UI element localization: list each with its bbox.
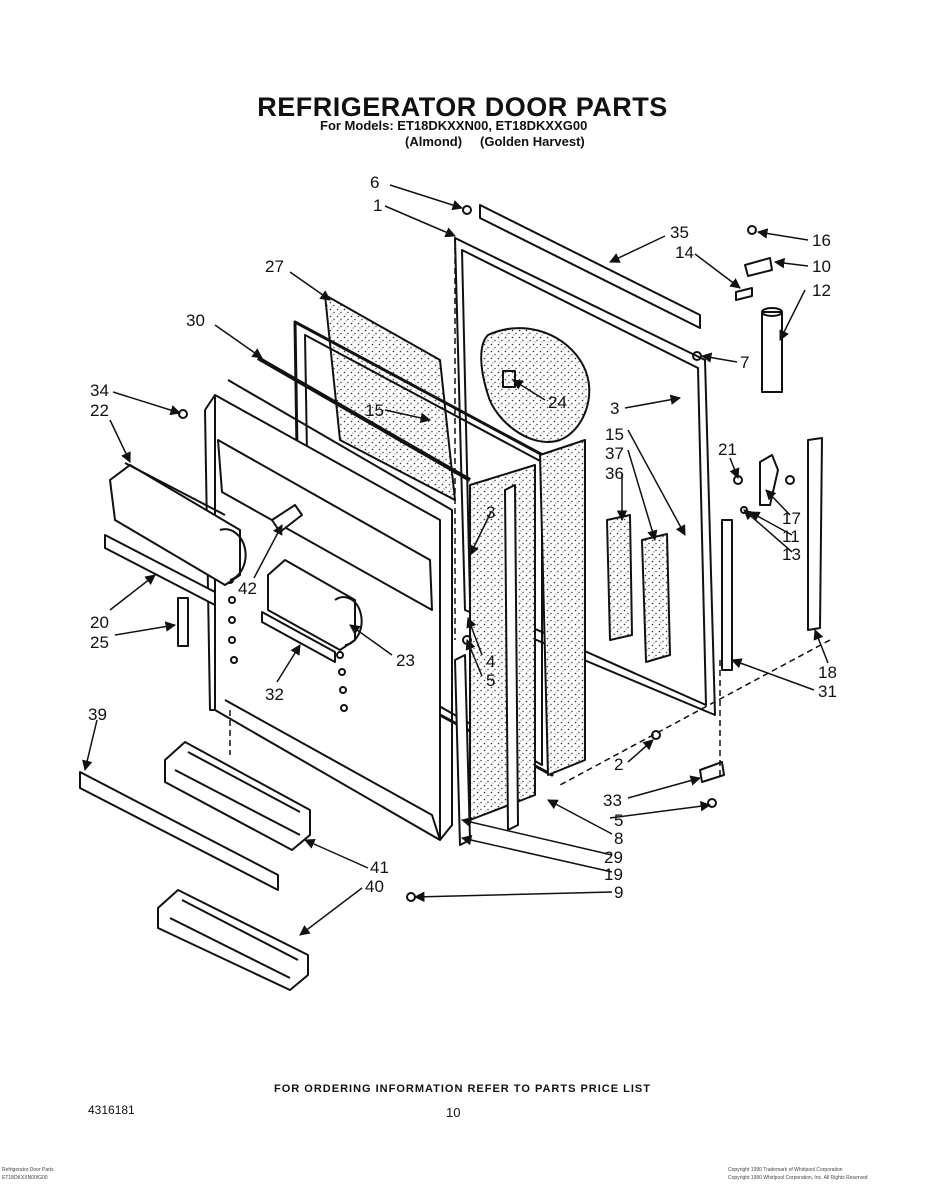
callout-32: 32 (265, 685, 284, 704)
callout-1: 1 (373, 196, 382, 215)
callout-5b: 5 (614, 811, 623, 830)
callout-18: 18 (818, 663, 837, 682)
callout-12: 12 (812, 281, 831, 300)
callout-19: 19 (604, 865, 623, 884)
footer-left-line-2: ET18DKXXN00/G00 (2, 1175, 48, 1181)
callout-39: 39 (88, 705, 107, 724)
callout-6: 6 (370, 173, 379, 192)
callout-31: 31 (818, 682, 837, 701)
page-number: 10 (446, 1105, 461, 1120)
page-title: REFRIGERATOR DOOR PARTS (257, 92, 668, 122)
callout-36: 36 (605, 464, 624, 483)
callout-8: 8 (614, 829, 623, 848)
callout-40: 40 (365, 877, 384, 896)
callout-15a: 15 (365, 401, 384, 420)
callout-7: 7 (740, 353, 749, 372)
callout-2: 2 (614, 755, 623, 774)
callout-30: 30 (186, 311, 205, 330)
callout-23: 23 (396, 651, 415, 670)
callout-13: 13 (782, 545, 801, 564)
callout-24: 24 (548, 393, 567, 412)
callout-25: 25 (90, 633, 109, 652)
callout-9: 9 (614, 883, 623, 902)
callout-42: 42 (238, 579, 257, 598)
callout-16: 16 (812, 231, 831, 250)
callout-5a: 5 (486, 671, 495, 690)
callout-35: 35 (670, 223, 689, 242)
color-almond: (Almond) (405, 134, 463, 149)
model-numbers: For Models: ET18DKXXN00, ET18DKXXG00 (320, 118, 588, 133)
callout-22: 22 (90, 401, 109, 420)
footer-right-line-2: Copyright 1990 Whirlpool Corporation, In… (728, 1175, 868, 1181)
document-number: 4316181 (88, 1103, 135, 1117)
callout-17: 17 (782, 509, 801, 528)
callout-3a: 3 (610, 399, 619, 418)
callout-14: 14 (675, 243, 694, 262)
callout-3b: 3 (486, 503, 495, 522)
callout-34: 34 (90, 381, 109, 400)
callout-10: 10 (812, 257, 831, 276)
callout-37: 37 (605, 444, 624, 463)
ordering-note: FOR ORDERING INFORMATION REFER TO PARTS … (274, 1083, 651, 1095)
callout-11: 11 (782, 527, 800, 546)
callout-15b: 15 (605, 425, 624, 444)
footer-right-line-1: Copyright 1990 Trademark of Whirlpool Co… (728, 1167, 843, 1173)
callout-21: 21 (718, 440, 737, 459)
color-golden-harvest: (Golden Harvest) (480, 134, 585, 149)
callout-29: 29 (604, 848, 623, 867)
callout-20: 20 (90, 613, 109, 632)
callout-41: 41 (370, 858, 389, 877)
footer-left-line-1: Refrigerator Door Parts (2, 1167, 54, 1173)
callout-33: 33 (603, 791, 622, 810)
callout-4: 4 (486, 652, 495, 671)
callout-27: 27 (265, 257, 284, 276)
